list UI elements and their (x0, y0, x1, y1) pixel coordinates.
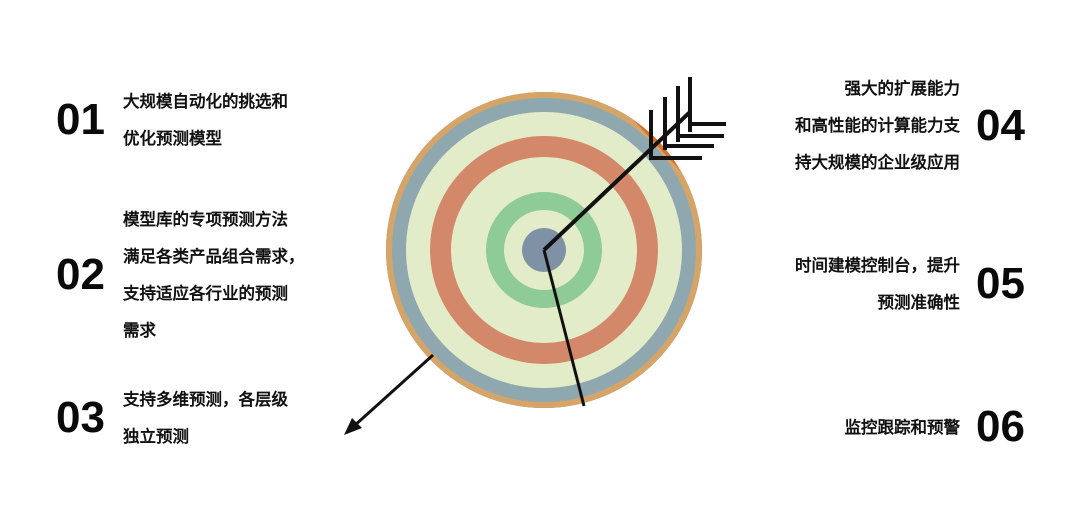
feature-number: 02 (56, 250, 105, 299)
feature-number: 05 (976, 259, 1025, 308)
arrow-main (542, 77, 726, 252)
feature-text: 时间建模控制台，提升 预测准确性 (795, 256, 961, 312)
feature-number: 04 (976, 100, 1025, 150)
feature-item-05: 时间建模控制台，提升 预测准确性 05 (795, 247, 1025, 321)
feature-item-02: 02 模型库的专项预测方法 满足各类产品组合需求， 支持适应各行业的预测 需求 (56, 201, 304, 349)
feature-item-06: 监控跟踪和预警 06 (845, 405, 1025, 449)
feature-number: 03 (56, 393, 105, 442)
feature-item-03: 03 支持多维预测，各层级 独立预测 (56, 381, 288, 455)
arrow-fletching (649, 77, 726, 160)
pointer-line-down (542, 249, 586, 407)
feature-text: 大规模自动化的挑选和 优化预测模型 (122, 92, 288, 148)
feature-item-01: 01 大规模自动化的挑选和 优化预测模型 (56, 83, 288, 157)
feature-number: 06 (976, 402, 1025, 451)
feature-text: 监控跟踪和预警 (844, 417, 961, 437)
feature-text: 强大的扩展能力 和高性能的计算能力支 持大规模的企业级应用 (795, 79, 961, 172)
feature-item-04: 强大的扩展能力 和高性能的计算能力支 持大规模的企业级应用 04 (795, 70, 1025, 181)
feature-text: 模型库的专项预测方法 满足各类产品组合需求， 支持适应各行业的预测 需求 (122, 210, 305, 340)
feature-number: 01 (56, 95, 105, 144)
feature-text: 支持多维预测，各层级 独立预测 (122, 390, 288, 446)
pointer-arrow-left (344, 353, 435, 435)
arrowhead-left (344, 418, 362, 435)
